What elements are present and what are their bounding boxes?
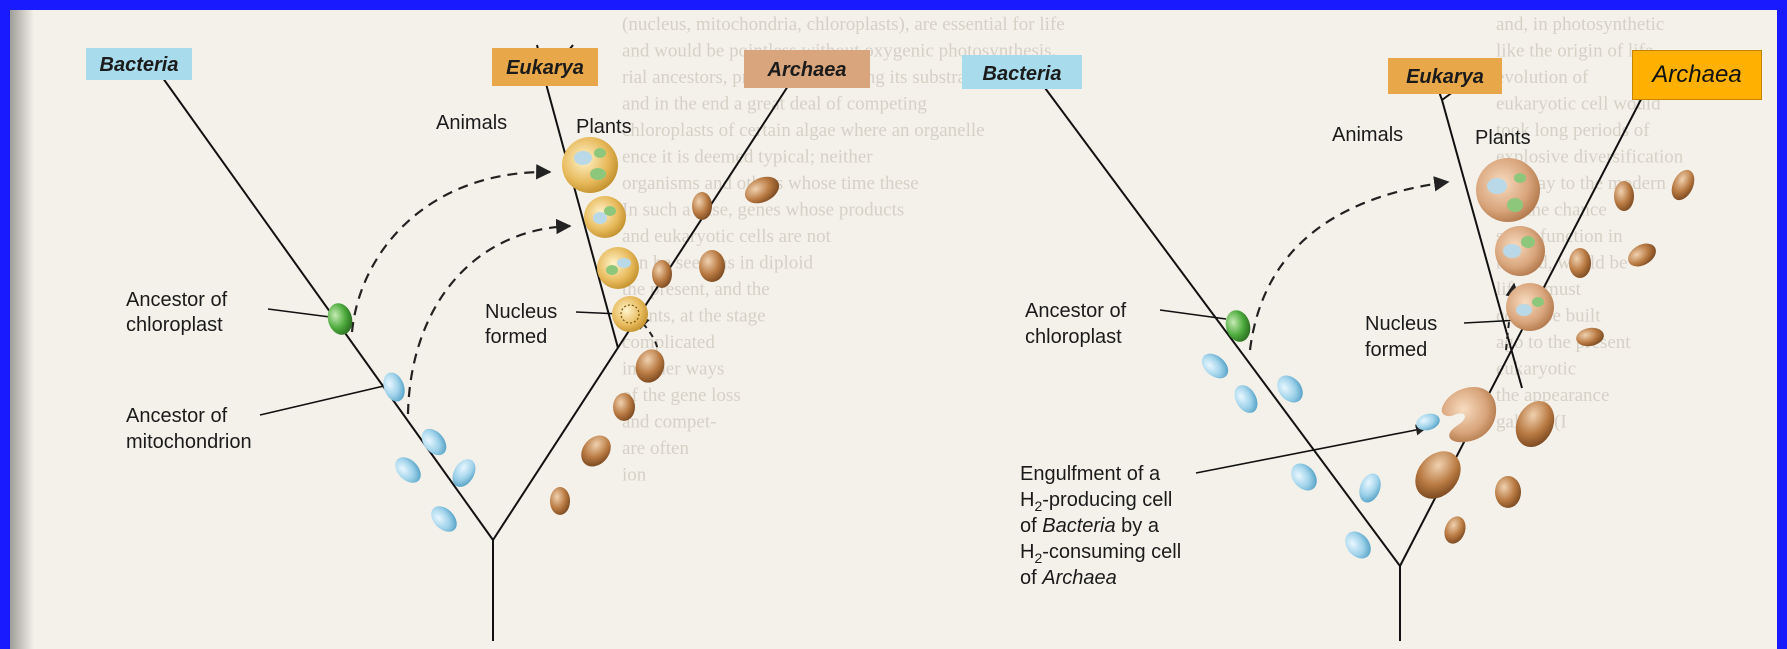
domain-box-bacteria-right: Bacteria (962, 55, 1082, 89)
label-plants-right: Plants (1475, 127, 1531, 149)
right-tree: Bacteria Eukarya Animals Plants Ancestor… (962, 55, 1699, 641)
svg-text:Engulfment of a: Engulfment of a (1020, 463, 1161, 485)
domain-box-bacteria: Bacteria (86, 48, 192, 80)
svg-text:of Bacteria by a: of Bacteria by a (1020, 515, 1160, 537)
left-tree: Bacteria Eukarya Archaea Animals Plants … (86, 45, 870, 641)
label-ancestor-mitochondrion-2: mitochondrion (126, 431, 252, 453)
label-nucleus-formed-1: Nucleus (485, 301, 557, 323)
svg-text:Eukarya: Eukarya (506, 57, 584, 79)
label-ancestor-chloroplast-2: chloroplast (126, 314, 223, 336)
label-animals: Animals (436, 112, 507, 134)
svg-text:Eukarya: Eukarya (1406, 66, 1484, 88)
label-nucleus-formed-2: formed (485, 326, 547, 348)
diagram-frame: (nucleus, mitochondria, chloroplasts), a… (10, 10, 1777, 649)
label-ancestor-chloroplast-1: Ancestor of (126, 289, 228, 311)
label-nucleus-formed-right-1: Nucleus (1365, 313, 1437, 335)
svg-text:Archaea: Archaea (767, 59, 847, 81)
label-nucleus-formed-right-2: formed (1365, 339, 1427, 361)
label-engulfment: Engulfment of a H2-producing cell of Bac… (1020, 463, 1181, 589)
label-animals-right: Animals (1332, 124, 1403, 146)
svg-text:Bacteria: Bacteria (983, 63, 1062, 85)
label-plants: Plants (576, 116, 632, 138)
svg-text:H2-producing cell: H2-producing cell (1020, 489, 1172, 514)
endosymbiosis-diagram: Bacteria Eukarya Archaea Animals Plants … (10, 10, 1777, 649)
svg-text:of Archaea: of Archaea (1020, 567, 1117, 589)
svg-text:H2-consuming cell: H2-consuming cell (1020, 541, 1181, 566)
domain-box-archaea: Archaea (744, 50, 870, 88)
archaea-overlay-label: Archaea (1632, 50, 1762, 100)
svg-text:Bacteria: Bacteria (100, 54, 179, 76)
label-ancestor-mitochondrion-1: Ancestor of (126, 405, 228, 427)
label-ancestor-chloroplast-right-1: Ancestor of (1025, 300, 1127, 322)
label-ancestor-chloroplast-right-2: chloroplast (1025, 326, 1122, 348)
domain-box-eukarya-right: Eukarya (1388, 58, 1502, 94)
domain-box-eukarya: Eukarya (492, 48, 598, 86)
